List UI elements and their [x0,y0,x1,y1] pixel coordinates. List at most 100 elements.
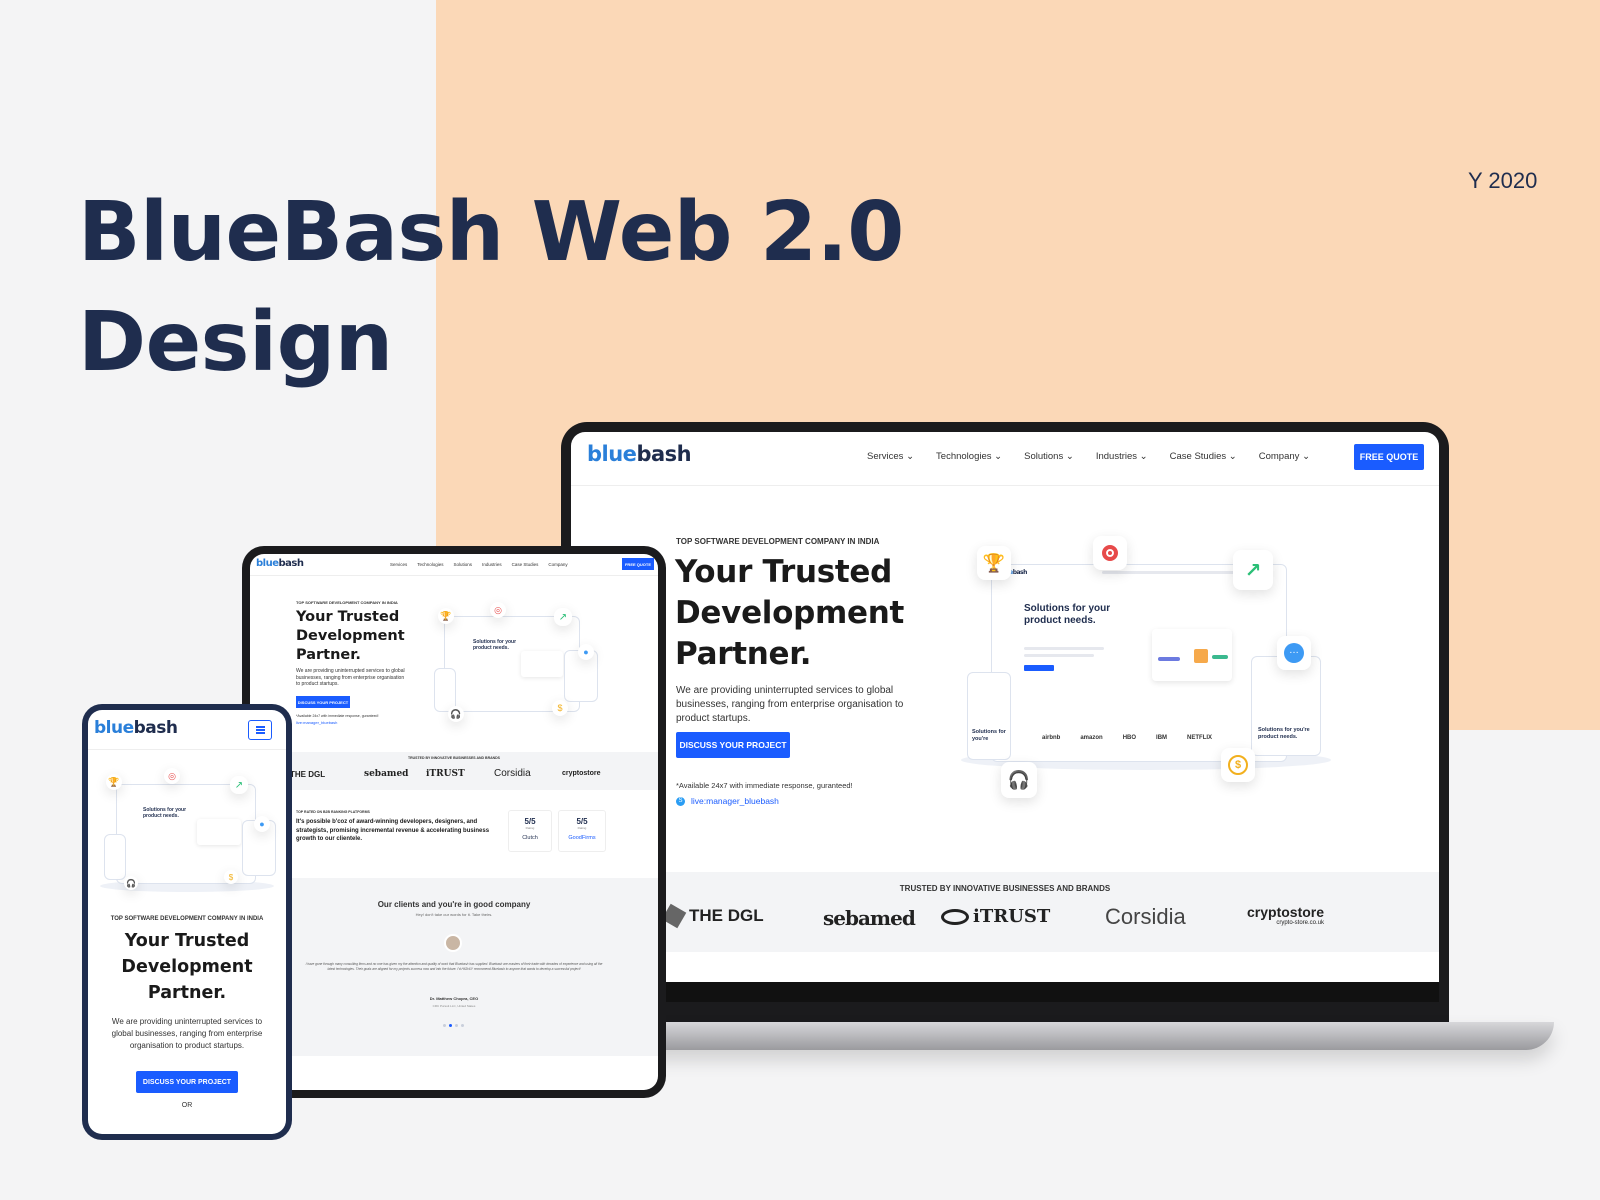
tablet-clients-section: Our clients and you're in good company H… [250,878,658,1056]
trusted-heading: TRUSTED BY INNOVATIVE BUSINESSES AND BRA… [899,884,1111,893]
phone-mockup: bluebash Solutions for your product need… [82,704,292,1140]
carousel-dot[interactable] [455,1024,458,1027]
tablet-logo[interactable]: bluebash [256,558,304,569]
logo-the-dgl: THE DGL [661,903,764,929]
tablet-trend-up-icon: ↗ [554,608,572,626]
chevron-down-icon: ⌄ [1139,451,1148,462]
tablet-rating-goodfirms[interactable]: 5/5 Rating GoodFirms [558,810,606,852]
tablet-logo-itrust: iTRUST [426,769,465,779]
illustration-text-line [1024,647,1104,650]
nav-company[interactable]: Company ⌄ [1259,451,1310,462]
illustration-laptop-frame: bluebash Solutions for your product need… [991,564,1287,762]
tablet-ill-card [521,651,563,677]
nav-technologies-label: Technologies [936,451,992,462]
illustration-tablet-text: Solutions for you're product needs. [1258,727,1310,740]
tablet-trusted-strip: TRUSTED BY INNOVATIVE BUSINESSES AND BRA… [250,752,658,790]
carousel-dot-active[interactable] [449,1024,452,1027]
phone-headline-2: Development [121,957,253,977]
availability-note: *Available 24x7 with immediate response,… [676,781,853,790]
ill-brand-amazon: amazon [1080,735,1103,741]
hamburger-menu-button[interactable] [248,720,272,740]
laptop-logo[interactable]: bluebash [587,442,692,466]
nav-solutions[interactable]: Solutions ⌄ [1024,451,1074,462]
tablet-nav-company[interactable]: Company [548,562,568,567]
tablet-eyebrow: TOP SOFTWARE DEVELOPMENT COMPANY IN INDI… [296,600,398,605]
hero-title: BlueBash Web 2.0 Design [78,178,904,398]
tablet-logo-dgl: THE DGL [290,770,326,779]
nav-technologies[interactable]: Technologies ⌄ [936,451,1002,462]
phone-discuss-button[interactable]: DISCUSS YOUR PROJECT [136,1071,238,1093]
ill-brand-netflix: NETFLIX [1187,735,1213,741]
skype-handle: live:manager_bluebash [691,796,779,806]
testimonial-author: Dr. Matthew Chopra, CEO [429,996,479,1001]
phone-trend-up-icon: ↗ [230,776,248,794]
nav-company-label: Company [1258,451,1300,462]
logo-sebamed: sebamed [823,906,916,930]
discuss-project-button[interactable]: DISCUSS YOUR PROJECT [676,732,790,758]
nav-industries[interactable]: Industries ⌄ [1096,451,1148,462]
phone-navbar: bluebash [88,710,286,750]
phone-trophy-icon: 🏆 [106,774,122,790]
tablet-nav-case-studies[interactable]: Case Studies [511,562,539,567]
logo-cryptostore-sub: crypto-store.co.uk [1276,920,1325,926]
trophy-icon: 🏆 [977,546,1011,580]
tablet-nav-menu: Services Technologies Solutions Industri… [390,562,568,567]
carousel-dots [443,1024,464,1027]
hero-title-line-1: BlueBash Web 2.0 [78,185,904,280]
nav-case-studies[interactable]: Case Studies ⌄ [1170,451,1237,462]
illustration-button [1024,665,1054,671]
phone-headline-1: Your Trusted [124,931,250,951]
tablet-nav-industries[interactable]: Industries [482,562,502,567]
nav-industries-label: Industries [1095,451,1138,462]
phone-logo[interactable]: bluebash [94,718,178,738]
tablet-logo-corsidia: Corsidia [494,768,531,779]
phone-headline-3: Partner. [147,983,227,1003]
logo-itrust: iTRUST [941,906,1050,927]
logo-corsidia: Corsidia [1105,904,1186,929]
tablet-discuss-button[interactable]: DISCUSS YOUR PROJECT [296,696,350,708]
testimonial-text: I have gone through many consulting firm… [305,962,603,971]
phone-ill-card [197,819,241,845]
illustration-mobile: Solutions for you're [967,672,1011,760]
chevron-down-icon: ⌄ [1302,451,1311,462]
tablet-ill-mobile [434,668,456,712]
carousel-dot[interactable] [443,1024,446,1027]
chevron-down-icon: ⌄ [994,451,1003,462]
tablet-screen: bluebash Services Technologies Solutions… [250,554,658,1090]
tablet-rating-clutch[interactable]: 5/5 Rating Clutch [508,810,552,852]
tablet-nav-technologies[interactable]: Technologies [417,562,444,567]
tablet-top-rated-heading: TOP RATED ON B2B RANKING PLATFORMS [296,810,370,814]
logo-the-dgl-text: THE DGL [689,906,764,925]
tablet-body-text: We are providing uninterrupted services … [296,668,405,687]
tablet-mockup: bluebash Services Technologies Solutions… [242,546,666,1098]
free-quote-button[interactable]: FREE QUOTE [1354,444,1424,470]
tablet-headset-icon: 🎧 [448,706,464,722]
client-avatar [444,934,462,952]
tablet-headline: Your Trusted Development Partner. [296,608,405,665]
tablet-skype-link[interactable]: live:manager_bluebash [296,720,338,725]
phone-logo-dark: bash [133,718,178,738]
tablet-free-quote-button[interactable]: FREE QUOTE [622,558,654,570]
nav-solutions-label: Solutions [1024,451,1064,462]
ill-logo-dark: bash [1012,569,1028,576]
laptop-mockup: bluebash Services ⌄ Technologies ⌄ Solut… [561,422,1449,1030]
phone-or-label: OR [181,1102,193,1109]
tablet-nav-solutions[interactable]: Solutions [453,562,473,567]
headset-icon: 🎧 [1001,762,1037,798]
headline-line-1: Your Trusted [675,554,893,590]
illustration-text-line [1024,654,1094,657]
tablet-logo-cryptostore: cryptostore [562,770,601,777]
tablet-trophy-icon: 🏆 [438,608,454,624]
clutch-label: Rating [525,826,535,830]
laptop-navbar: bluebash Services ⌄ Technologies ⌄ Solut… [571,432,1439,486]
logo-dark-part: bash [636,442,692,466]
tablet-clients-heading: Our clients and you're in good company [377,900,531,909]
laptop-nav-menu: Services ⌄ Technologies ⌄ Solutions ⌄ In… [867,451,1310,462]
skype-link[interactable]: S live:manager_bluebash [676,796,779,806]
logo-cryptostore: cryptostore crypto-store.co.uk [1247,904,1324,926]
nav-services[interactable]: Services ⌄ [867,451,914,462]
carousel-dot[interactable] [461,1024,464,1027]
phone-target-icon: ◎ [164,768,180,784]
chevron-down-icon: ⌄ [1065,451,1074,462]
tablet-nav-services[interactable]: Services [390,562,408,567]
